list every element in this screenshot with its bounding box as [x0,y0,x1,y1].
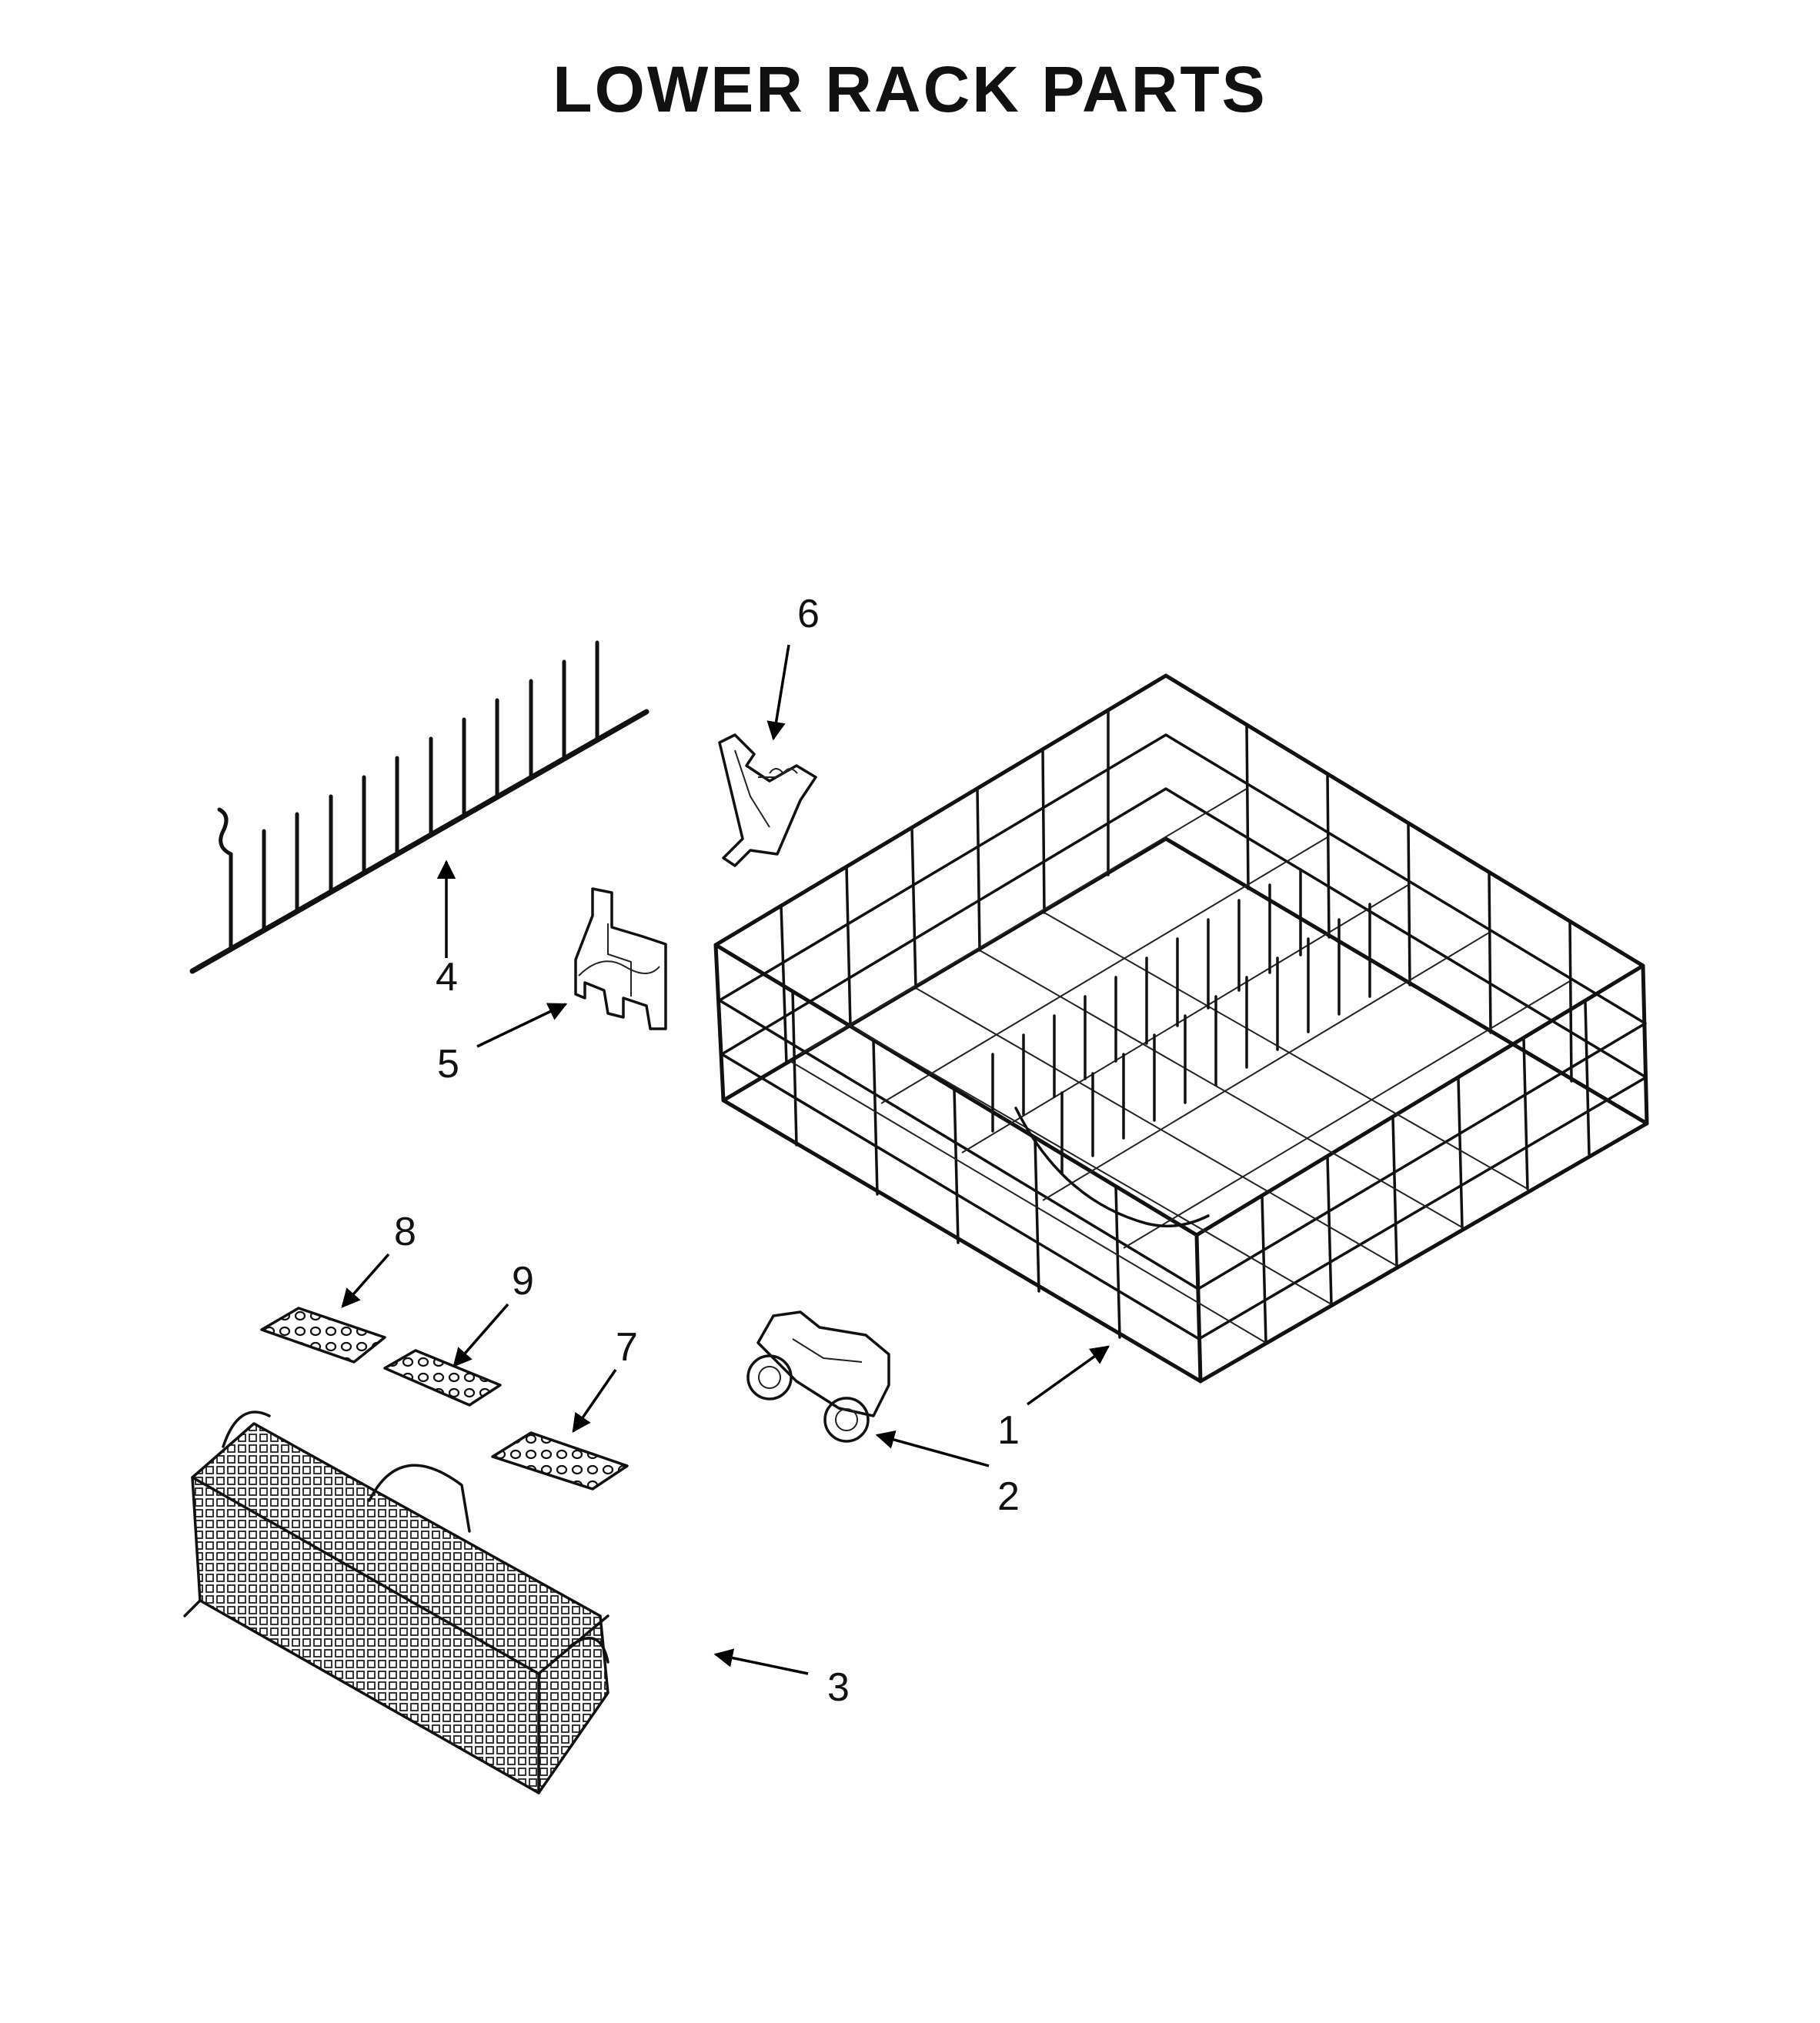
callout-8: 8 [394,1210,416,1254]
callout-labels: 6 4 5 8 9 7 1 2 3 [394,592,1020,1710]
leader-3 [713,1648,809,1675]
silverware-basket-part [183,1410,609,1794]
callout-leaders [341,644,1110,1675]
callout-5: 5 [437,1042,459,1087]
leader-2 [875,1430,990,1467]
leader-9 [452,1303,509,1367]
rack-clip-part [718,733,817,867]
callout-2: 2 [997,1474,1020,1519]
leader-7 [572,1369,617,1434]
callout-6: 6 [797,592,820,636]
basket-cover-7-part [491,1431,629,1491]
tine-row-part [189,640,650,974]
leader-5 [476,1003,568,1048]
callout-9: 9 [512,1259,534,1304]
basket-cover-9-part [383,1349,502,1407]
rack-wheel-part [746,1310,890,1443]
callout-3: 3 [827,1665,850,1710]
page-title: LOWER RACK PARTS [553,53,1267,125]
callout-1: 1 [997,1408,1020,1453]
leader-1 [1026,1345,1110,1406]
callout-4: 4 [436,955,458,1000]
leader-6 [766,644,790,741]
leader-8 [341,1253,390,1308]
basket-cover-8-part [260,1307,386,1364]
tine-clip-part [574,887,667,1030]
callout-7: 7 [616,1325,638,1370]
lower-rack-part [713,673,1649,1384]
